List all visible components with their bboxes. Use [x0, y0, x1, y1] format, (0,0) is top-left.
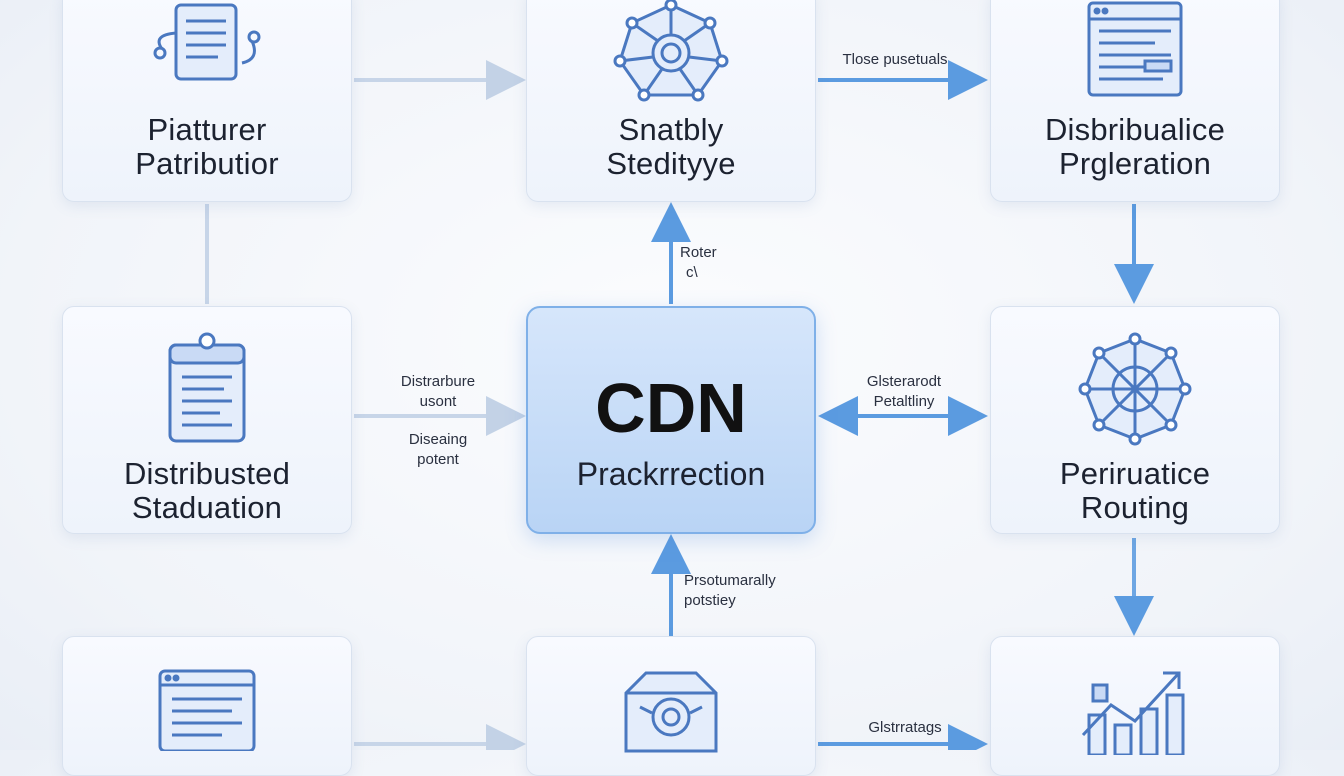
node-top-right-line2: Prgleration [1058, 146, 1212, 181]
node-top-center: Snatbly Stedityye [526, 0, 816, 202]
node-top-center-line2: Stedityye [606, 146, 736, 181]
network-mesh-icon [613, 0, 729, 102]
node-top-right-line1: Disbribualice [1044, 112, 1226, 147]
edge-label-right-bidir: Glsterarodt Petaltliny [846, 372, 962, 412]
node-bottom-right [990, 636, 1280, 776]
node-top-center-line1: Snatbly [618, 112, 724, 147]
edge-label-up-bottom: Prsotumarally potstiey [684, 571, 776, 611]
node-mid-left: Distribusted Staduation [62, 306, 352, 534]
edge-label-up-top-line1: Roter [680, 244, 717, 261]
edge-label-up-bottom-line1: Prsotumarally [684, 572, 776, 589]
browser-list-icon [158, 669, 256, 751]
edge-label-left-lower-line2: potent [417, 451, 459, 468]
edge-label-left-lower: Diseaing potent [382, 430, 494, 470]
edge-label-left-upper-line1: Distrarbure [400, 373, 476, 390]
node-bottom-left [62, 636, 352, 776]
edge-label-left-upper: Distrarbure usont [382, 372, 494, 412]
connector-layer [205, 60, 1154, 750]
edge-label-right-bidir-line2: Petaltliny [873, 393, 935, 410]
edge-label-bottom-right: Glstrratags [868, 719, 942, 736]
node-top-left-line2: Patributior [135, 146, 279, 181]
edge-label-top-right: Tlose pusetuals [842, 51, 948, 68]
browser-window-icon [1087, 1, 1183, 97]
network-globe-icon [1078, 332, 1192, 446]
edge-label-up-top: Roter c\ [680, 243, 717, 283]
document-link-icon [153, 3, 261, 81]
node-bottom-center [526, 636, 816, 776]
edge-label-up-top-line2: c\ [686, 264, 698, 281]
node-top-left: Piatturer Patributior [62, 0, 352, 202]
node-center-cdn: CDN Prackrrection [526, 306, 816, 534]
node-mid-left-line1: Distribusted [123, 456, 291, 491]
edge-label-up-bottom-line2: potstiey [684, 592, 736, 609]
node-mid-right-line2: Routing [1080, 490, 1190, 525]
center-title: CDN [595, 369, 747, 447]
node-mid-left-line2: Staduation [131, 490, 283, 525]
clipboard-list-icon [168, 332, 246, 443]
growth-chart-icon [1081, 671, 1185, 755]
server-gear-icon [624, 671, 718, 753]
edge-label-left-upper-line2: usont [419, 393, 457, 410]
center-subtitle: Prackrrection [576, 456, 766, 492]
node-mid-right: Periruatice Routing [990, 306, 1280, 534]
node-mid-right-line1: Periruatice [1059, 456, 1211, 491]
edge-label-left-lower-line1: Diseaing [408, 431, 468, 448]
edge-label-right-bidir-line1: Glsterarodt [866, 373, 942, 390]
node-top-left-line1: Piatturer [147, 112, 267, 147]
node-top-right: Disbribualice Prgleration [990, 0, 1280, 202]
